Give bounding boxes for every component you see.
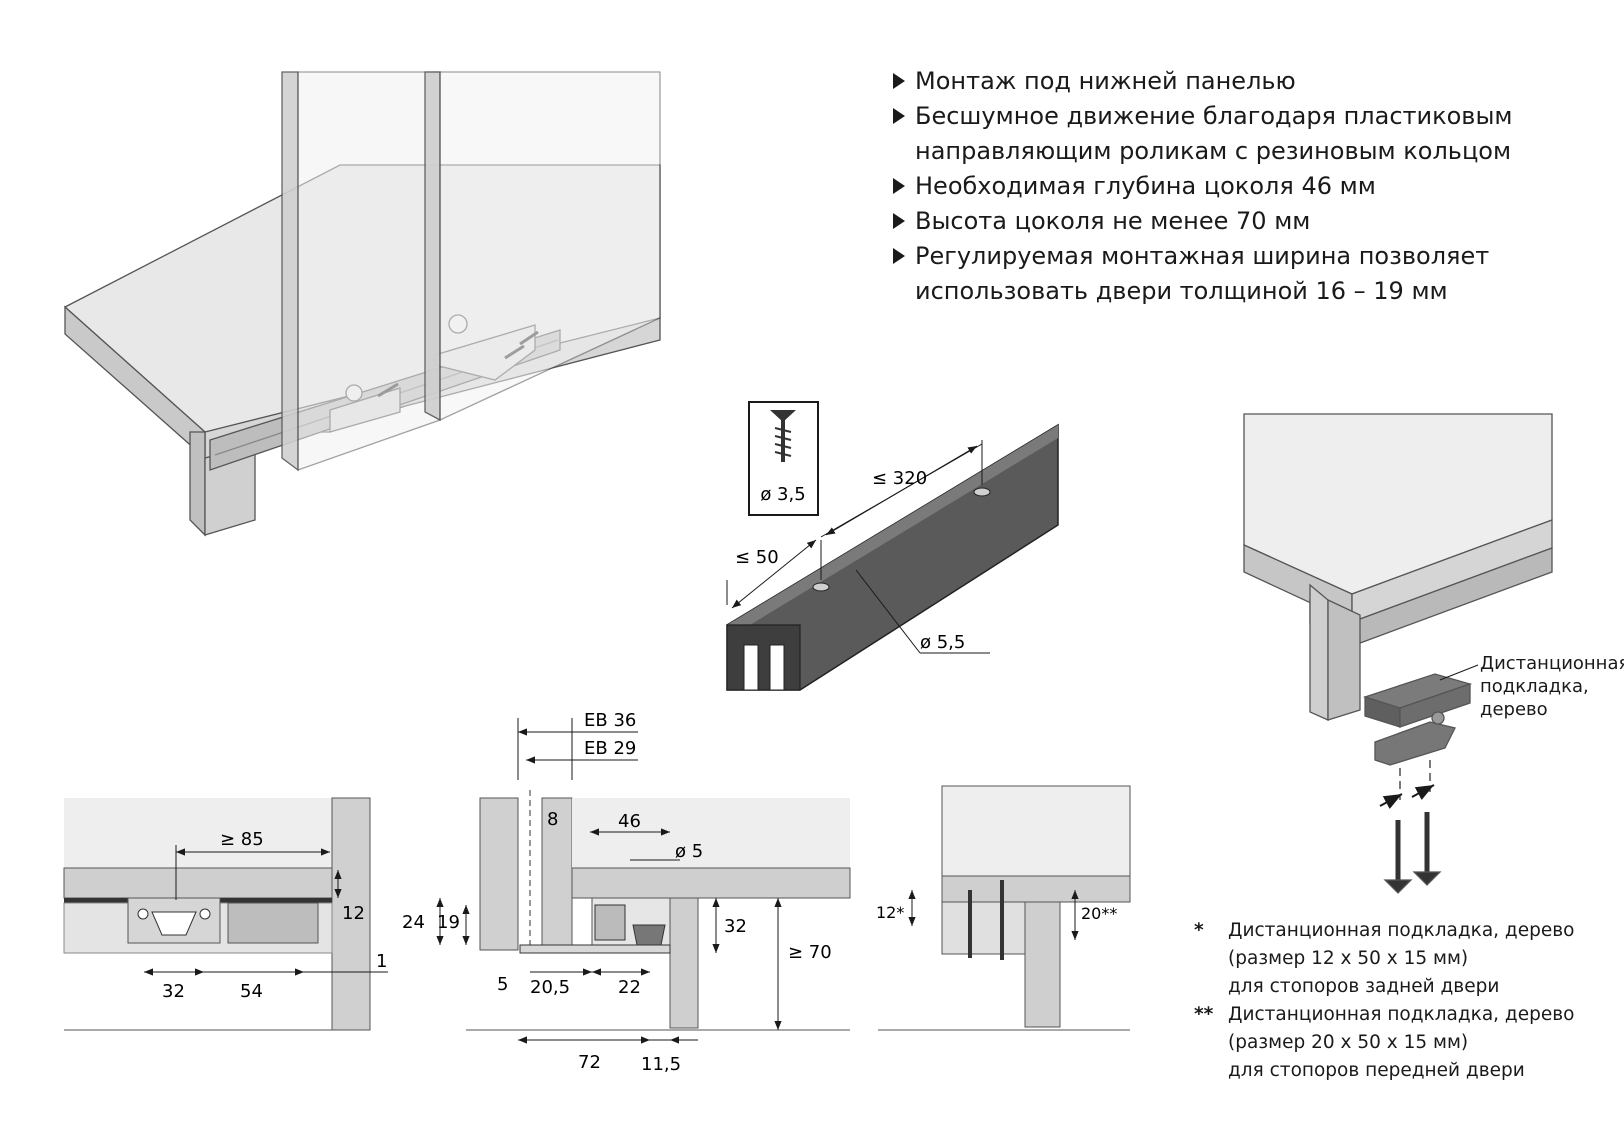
feature-list: Монтаж под нижней панелью Бесшумное движ…	[893, 64, 1593, 309]
feature-text: Бесшумное движение благодаря пластиковым	[915, 102, 1513, 130]
isometric-overview	[63, 71, 661, 537]
rail-profile: ≤ 320 ≤ 50 ø 5,5	[726, 423, 1059, 691]
section-eb29: EB 29	[584, 738, 636, 759]
footnote-line: Дистанционная подкладка, дерево	[1228, 920, 1575, 941]
feature-item: Монтаж под нижней панелью	[893, 64, 1593, 99]
footnote-line: для стопоров задней двери	[1228, 976, 1500, 997]
section-dim-dia5: ø 5	[675, 841, 703, 862]
section-dim-70: ≥ 70	[788, 942, 832, 963]
feature-item: Регулируемая монтажная ширина позволяет …	[893, 239, 1593, 309]
footnote-mark: **	[1194, 1004, 1214, 1025]
detail-dim-20: 20**	[1081, 904, 1117, 923]
spacer-label-line1: Дистанционная	[1480, 653, 1624, 674]
footnote-line: (размер 12 x 50 x 15 мм)	[1228, 948, 1469, 969]
feature-item: Бесшумное движение благодаря пластиковым…	[893, 99, 1593, 169]
screw-detail-box: ø 3,5	[748, 401, 819, 516]
footnote-line: (размер 20 x 50 x 15 мм)	[1228, 1032, 1469, 1053]
plan-dim-32: 32	[162, 981, 185, 1002]
section-view: EB 36 EB 29 8 46 ø 5 24 19 32 ≥ 70 5 20,…	[402, 710, 851, 1075]
section-dim-19: 19	[437, 912, 460, 933]
end-distance-label: ≤ 50	[735, 547, 779, 568]
feature-text: Регулируемая монтажная ширина позволяет	[915, 242, 1490, 270]
detail-dim-12: 12*	[876, 903, 904, 922]
footnote-line: Дистанционная подкладка, дерево	[1228, 1004, 1575, 1025]
screw-diameter-label: ø 3,5	[760, 484, 805, 505]
footnotes: * Дистанционная подкладка, дерево (разме…	[1194, 917, 1614, 1085]
section-dim-8: 8	[547, 809, 558, 830]
section-dim-5: 5	[497, 974, 508, 995]
feature-text: Монтаж под нижней панелью	[915, 67, 1296, 95]
plan-dim-1: 1	[376, 951, 387, 972]
section-dim-46: 46	[618, 811, 641, 832]
plan-dim-12: 12	[342, 903, 365, 924]
footnote: ** Дистанционная подкладка, дерево (разм…	[1194, 1001, 1614, 1085]
plan-dim-54: 54	[240, 981, 263, 1002]
footnote: * Дистанционная подкладка, дерево (разме…	[1194, 917, 1614, 1001]
section-dim-11-5: 11,5	[641, 1054, 681, 1075]
feature-text: Необходимая глубина цоколя 46 мм	[915, 172, 1376, 200]
feature-item: Необходимая глубина цоколя 46 мм	[893, 169, 1593, 204]
section-dim-32: 32	[724, 916, 747, 937]
detail-view: 12* 20**	[876, 785, 1131, 1031]
hole-diameter-label: ø 5,5	[920, 632, 965, 653]
feature-text-cont: использовать двери толщиной 16 – 19 мм	[915, 277, 1448, 305]
section-eb36: EB 36	[584, 710, 636, 731]
section-dim-72: 72	[578, 1052, 601, 1073]
hole-spacing-label: ≤ 320	[872, 468, 927, 489]
plan-dim-85: ≥ 85	[220, 829, 264, 850]
section-dim-24: 24	[402, 912, 425, 933]
plan-view: ≥ 85 12 32 54 1	[63, 797, 388, 1031]
section-dim-20-5: 20,5	[530, 977, 570, 998]
spacer-isometric: Дистанционная подкладка, дерево	[1243, 413, 1624, 894]
feature-text: Высота цоколя не менее 70 мм	[915, 207, 1311, 235]
section-dim-22: 22	[618, 977, 641, 998]
footnote-line: для стопоров передней двери	[1228, 1060, 1525, 1081]
feature-text-cont: направляющим роликам с резиновым кольцом	[915, 137, 1512, 165]
feature-item: Высота цоколя не менее 70 мм	[893, 204, 1593, 239]
spacer-label-line2: подкладка,	[1480, 676, 1589, 697]
footnote-mark: *	[1194, 920, 1204, 941]
spacer-label-line3: дерево	[1480, 699, 1548, 720]
